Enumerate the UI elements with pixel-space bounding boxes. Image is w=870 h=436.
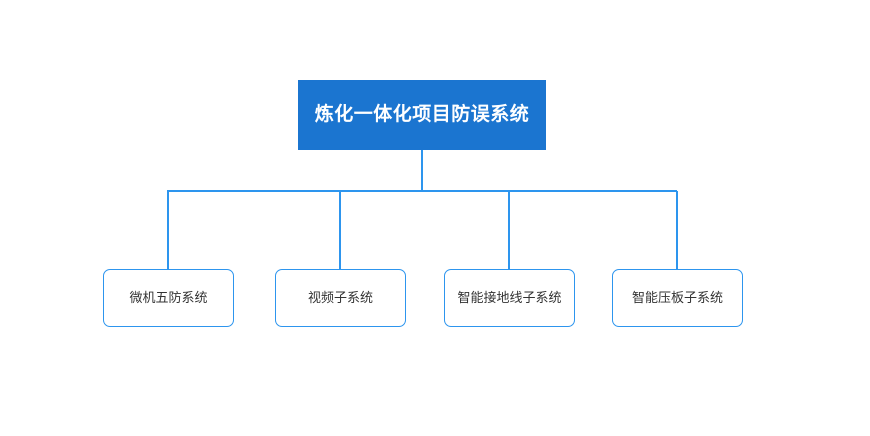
child-node-2[interactable]: 智能接地线子系统 <box>444 269 575 327</box>
child-node-3[interactable]: 智能压板子系统 <box>612 269 743 327</box>
child-node-label: 视频子系统 <box>307 290 373 306</box>
child-node-label: 微机五防系统 <box>129 290 208 306</box>
root-node-label: 炼化一体化项目防误系统 <box>314 103 530 125</box>
root-node[interactable]: 炼化一体化项目防误系统 <box>298 80 546 150</box>
child-node-label: 智能压板子系统 <box>631 290 723 306</box>
child-node-1[interactable]: 视频子系统 <box>275 269 406 327</box>
child-node-label: 智能接地线子系统 <box>457 290 562 306</box>
child-node-0[interactable]: 微机五防系统 <box>103 269 234 327</box>
